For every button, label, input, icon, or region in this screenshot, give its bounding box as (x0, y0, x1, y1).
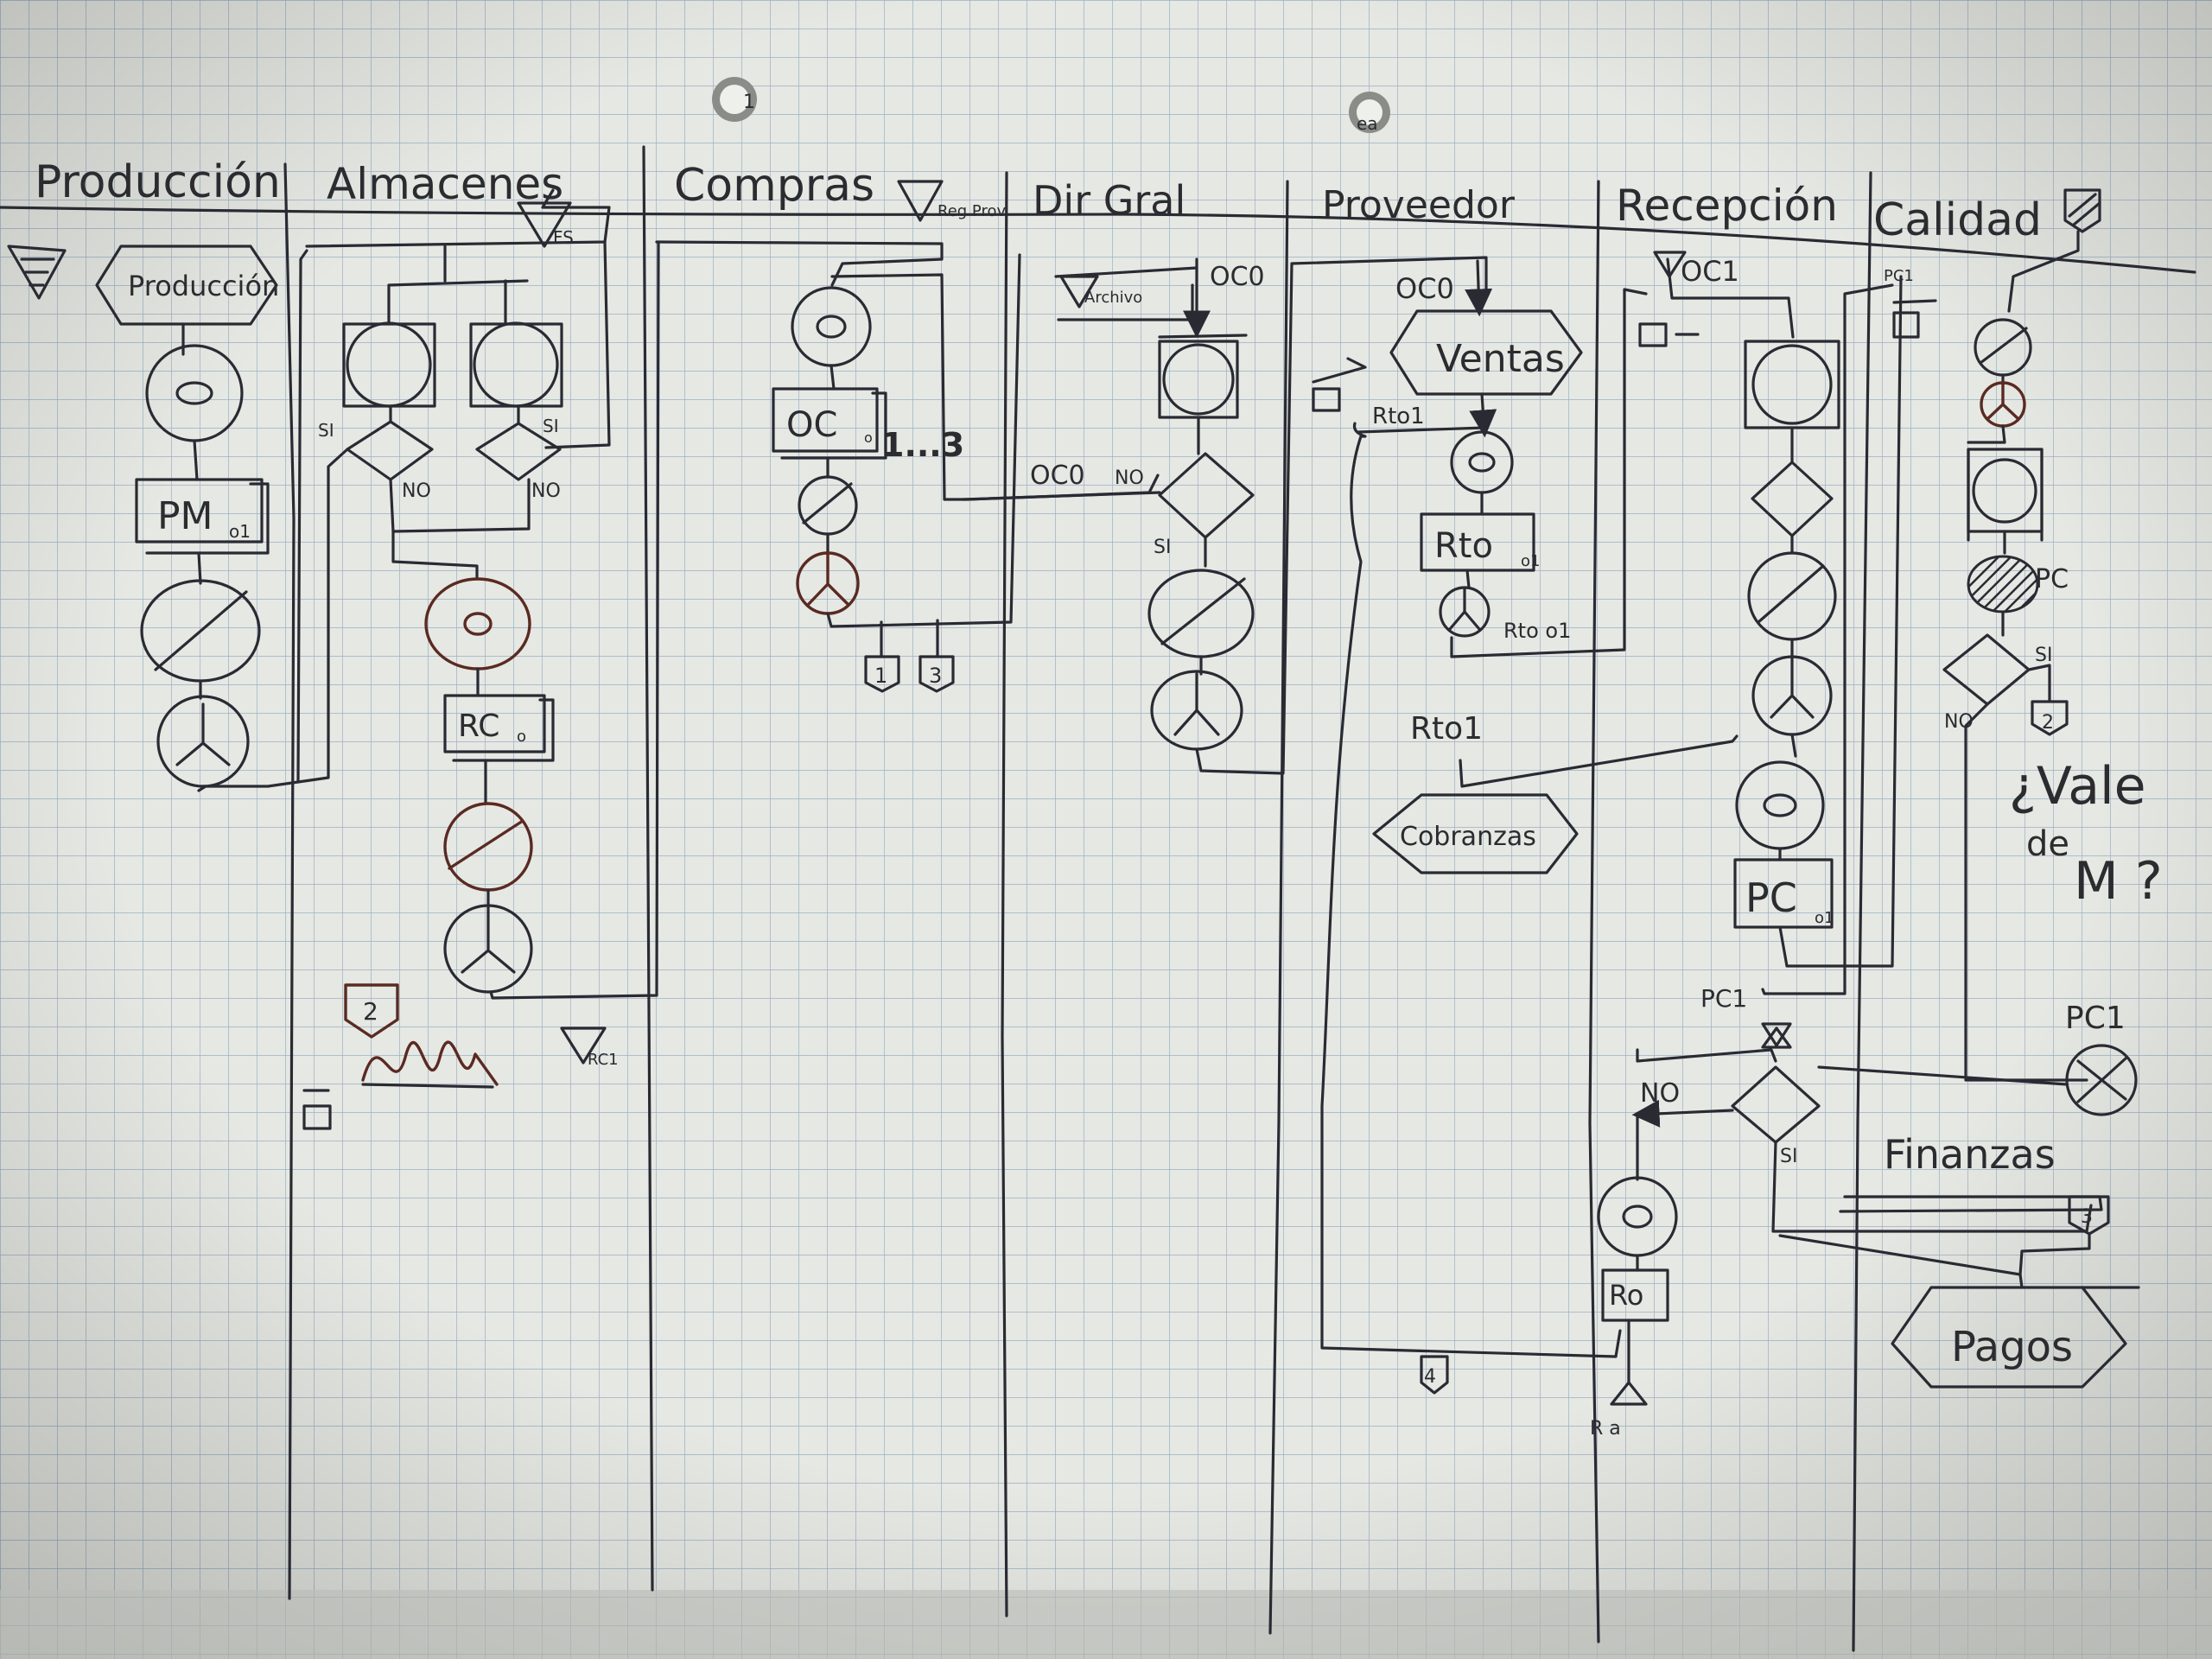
svg-text:PM: PM (157, 494, 213, 538)
svg-text:Rto: Rto (1434, 526, 1493, 566)
lane-title-compras: Compras (674, 160, 874, 212)
svg-text:1...3: 1...3 (881, 426, 964, 464)
svg-text:o: o (517, 728, 526, 746)
triangle-reg-prov (897, 180, 944, 222)
svg-text:PC1: PC1 (1884, 267, 1914, 285)
svg-text:o1: o1 (1521, 552, 1540, 570)
svg-text:Reg Prov: Reg Prov (938, 202, 1006, 220)
offpage-2-calidad (2031, 700, 2069, 736)
hatched-circle-calidad (1967, 555, 2039, 613)
svg-text:Rto1: Rto1 (1410, 711, 1483, 747)
svg-text:NO: NO (1115, 467, 1144, 489)
svg-text:SI: SI (318, 420, 334, 441)
hexagon-ventas (1389, 309, 1583, 396)
punch-hole-1: 1 (712, 77, 757, 122)
svg-text:OC0: OC0 (1395, 272, 1454, 305)
svg-text:4: 4 (1424, 1366, 1436, 1388)
svg-text:Ro: Ro (1609, 1279, 1643, 1312)
svg-text:PC1: PC1 (1700, 984, 1747, 1013)
offpage-3 (918, 655, 955, 693)
svg-text:1: 1 (874, 664, 887, 688)
svg-text:o1: o1 (1815, 909, 1834, 927)
doc-rc (443, 694, 546, 753)
doc-rto (1420, 512, 1535, 572)
svg-text:de: de (2026, 824, 2069, 864)
lane-title-produccion: Producción (35, 156, 281, 208)
offpage-4 (1420, 1355, 1449, 1395)
lane-divider (1268, 180, 1289, 1635)
doc-ro (1601, 1268, 1669, 1322)
svg-text:Ventas: Ventas (1436, 337, 1565, 381)
svg-text:OC0: OC0 (1210, 262, 1265, 292)
svg-text:3: 3 (2081, 1206, 2093, 1228)
doc-pm (135, 478, 264, 543)
svg-text:Pagos: Pagos (1951, 1323, 2073, 1371)
svg-text:NO: NO (1640, 1078, 1680, 1109)
svg-text:SI: SI (1154, 537, 1171, 558)
svg-text:R a: R a (1590, 1418, 1621, 1440)
svg-text:OC: OC (786, 405, 837, 445)
svg-text:PC: PC (1745, 874, 1797, 921)
offpage-3-finanzas (2068, 1195, 2110, 1236)
triangle-rc1 (560, 1027, 607, 1065)
svg-text:NO: NO (531, 480, 561, 502)
triangle-pc1 (1761, 1022, 1792, 1049)
lane-divider (283, 162, 296, 1600)
lane-title-proveedor: Proveedor (1322, 183, 1516, 227)
svg-text:Archivo: Archivo (1084, 289, 1142, 307)
triangle-ra (1610, 1381, 1648, 1406)
lane-title-almacenes: Almacenes (327, 159, 563, 209)
terminate-circle (2065, 1044, 2138, 1116)
triangle-oc1 (1653, 251, 1687, 278)
decision-right (475, 422, 562, 481)
svg-text:Rto1: Rto1 (1372, 404, 1425, 429)
svg-text:Producción: Producción (128, 270, 279, 302)
lane-divider (1588, 180, 1600, 1643)
svg-text:RC: RC (458, 709, 499, 744)
svg-text:OC1: OC1 (1681, 255, 1739, 288)
offpage-calidad (2063, 188, 2101, 233)
svg-text:2: 2 (363, 997, 378, 1026)
offpage-1 (864, 655, 900, 693)
svg-text:o1: o1 (229, 521, 251, 542)
lane-title-recepcion: Recepción (1616, 181, 1838, 231)
svg-text:SI: SI (543, 416, 559, 436)
svg-text:PC1: PC1 (2065, 1001, 2126, 1036)
svg-text:ea: ea (1357, 113, 1378, 134)
svg-text:Cobranzas: Cobranzas (1400, 822, 1536, 852)
lane-title-finanzas: Finanzas (1884, 1131, 2056, 1178)
lane-title-dirgral: Dir Gral (1033, 177, 1185, 224)
svg-text:1: 1 (743, 92, 755, 113)
lane-divider (1001, 171, 1008, 1618)
check-circle (140, 579, 261, 683)
hexagon-produccion (95, 245, 278, 326)
punch-hole-2: ea (1349, 92, 1390, 134)
lane-title-calidad: Calidad (1873, 194, 2042, 246)
svg-text:SI: SI (2035, 645, 2052, 666)
svg-text:SI: SI (1780, 1146, 1797, 1167)
svg-text:¿Vale: ¿Vale (2009, 756, 2146, 817)
triangle-archivo (1059, 275, 1099, 308)
svg-text:o: o (864, 429, 873, 446)
distribute-circle-almacen (443, 904, 533, 994)
lane-divider (642, 145, 654, 1592)
doc-pc (1733, 858, 1834, 929)
svg-text:Rto o1: Rto o1 (1503, 619, 1571, 643)
hexagon-cobranzas (1372, 793, 1579, 874)
triangle-fs (517, 201, 572, 248)
lane-divider (1852, 171, 1872, 1652)
svg-text:RC1: RC1 (588, 1051, 619, 1069)
svg-text:NO: NO (402, 480, 431, 502)
offpage-2 (344, 983, 399, 1039)
svg-text:2: 2 (2042, 712, 2054, 734)
svg-text:FS: FS (553, 227, 574, 248)
svg-text:M ?: M ? (2074, 851, 2163, 912)
svg-text:OC0: OC0 (1030, 461, 1085, 491)
svg-text:3: 3 (929, 664, 942, 688)
svg-text:PC: PC (2035, 564, 2069, 594)
doc-oc (772, 387, 879, 453)
